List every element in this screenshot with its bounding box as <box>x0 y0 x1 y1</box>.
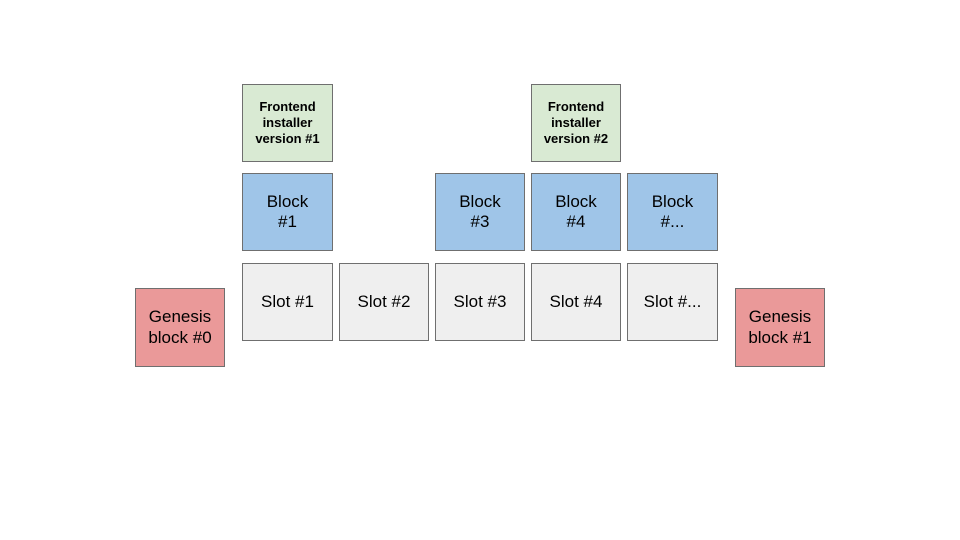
slot-more-box: Slot #... <box>627 263 718 341</box>
slot-4-box: Slot #4 <box>531 263 621 341</box>
genesis-block-1-box: Genesis block #1 <box>735 288 825 367</box>
genesis-block-0-box: Genesis block #0 <box>135 288 225 367</box>
frontend-installer-v1-box: Frontend installer version #1 <box>242 84 333 162</box>
frontend-installer-v2-box: Frontend installer version #2 <box>531 84 621 162</box>
block-4-box: Block #4 <box>531 173 621 251</box>
slot-1-box: Slot #1 <box>242 263 333 341</box>
block-more-box: Block #... <box>627 173 718 251</box>
block-3-box: Block #3 <box>435 173 525 251</box>
slot-3-box: Slot #3 <box>435 263 525 341</box>
slot-2-box: Slot #2 <box>339 263 429 341</box>
block-1-box: Block #1 <box>242 173 333 251</box>
